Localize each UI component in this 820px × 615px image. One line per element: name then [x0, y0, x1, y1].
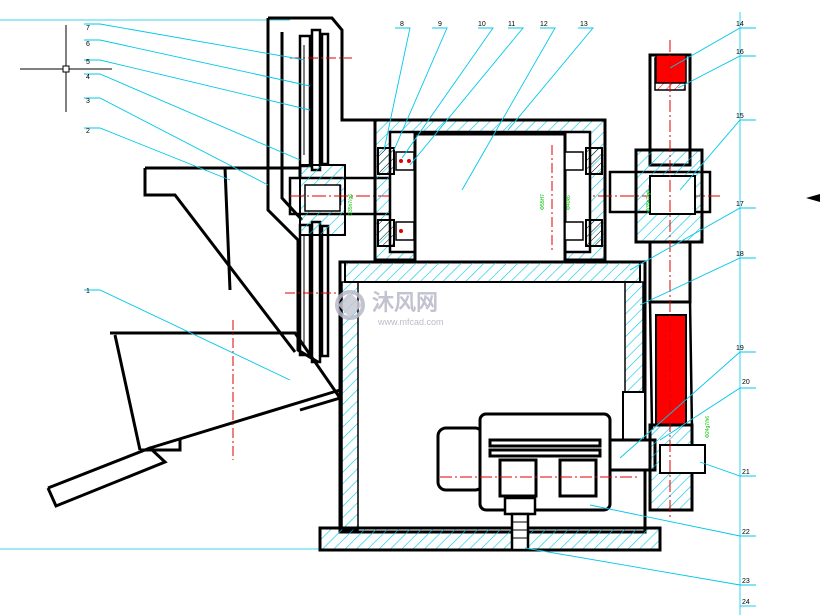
v-belt: [648, 54, 694, 431]
part-label-4: 4: [86, 74, 90, 81]
crosshair-cursor: [20, 25, 112, 112]
part-label-6: 6: [86, 41, 90, 48]
base-plate: [318, 526, 662, 552]
feed-hopper: [46, 166, 343, 508]
watermark-url: www.mfcad.com: [377, 317, 444, 327]
watermark-logo-icon: [335, 290, 365, 320]
part-label-23: 23: [742, 578, 750, 585]
leader-lines: [84, 23, 756, 607]
part-label-2: 2: [86, 128, 90, 135]
adjusting-bolt: [503, 496, 537, 552]
part-label-13: 13: [580, 21, 588, 28]
part-label-16: 16: [736, 49, 744, 56]
bearing-housing: [373, 118, 607, 266]
arrow-left-icon: [806, 194, 820, 202]
part-label-20: 20: [742, 379, 750, 386]
part-label-21: 21: [742, 469, 750, 476]
part-label-1: 1: [86, 288, 90, 295]
fit-annotations: Φ35h7/g6 Φ55H7 Φ40k6 Φ35h7/g6 Φ24g7/h6: [348, 190, 711, 438]
part-label-9: 9: [438, 21, 442, 28]
fit-shaft-left: Φ35h7/g6: [348, 194, 354, 216]
watermark: 沐风网 www.mfcad.com: [335, 290, 444, 327]
part-label-18: 18: [736, 251, 744, 258]
guide-lines: [0, 12, 741, 615]
fit-shaft-right: Φ35h7/g6: [646, 190, 652, 212]
part-label-17: 17: [736, 201, 744, 208]
part-label-8: 8: [400, 21, 404, 28]
small-pulley: [648, 423, 706, 512]
fit-bearing: Φ40k6: [566, 195, 572, 210]
part-label-14: 14: [736, 21, 744, 28]
disc-hub: [299, 164, 346, 236]
fit-shaft-mid: Φ55H7: [540, 194, 546, 210]
electric-motor: [436, 412, 657, 512]
part-label-24: 24: [742, 599, 750, 606]
part-labels: 7 6 5 4 3 2 1 8 9 10 11 12 13 14 16 15 1…: [86, 21, 750, 606]
part-label-15: 15: [736, 113, 744, 120]
part-label-19: 19: [736, 345, 744, 352]
part-label-12: 12: [540, 21, 548, 28]
part-label-5: 5: [86, 59, 90, 66]
watermark-brand: 沐风网: [372, 291, 438, 316]
part-label-10: 10: [478, 21, 486, 28]
fit-motor-pulley: Φ24g7/h6: [705, 416, 711, 438]
part-label-11: 11: [508, 21, 515, 28]
part-label-22: 22: [742, 529, 750, 536]
part-label-3: 3: [86, 98, 90, 105]
part-label-7: 7: [86, 25, 90, 32]
